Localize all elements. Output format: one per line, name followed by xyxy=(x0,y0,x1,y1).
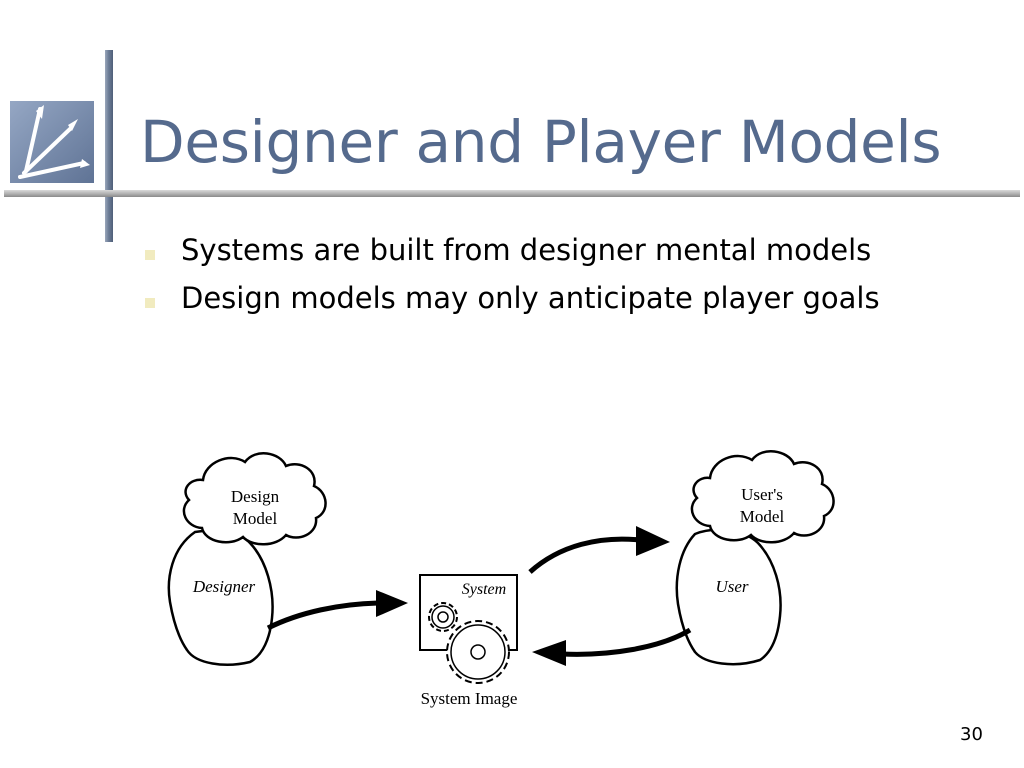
mental-models-diagram: Design Model Designer System System Imag… xyxy=(167,450,835,708)
bullet-text: Design models may only anticipate player… xyxy=(181,281,880,315)
small-gear-icon xyxy=(428,602,458,632)
page-number: 30 xyxy=(960,724,983,745)
designer-to-system-arrowhead xyxy=(376,590,408,617)
bullet-list: Systems are built from designer mental m… xyxy=(145,233,880,329)
horizontal-rule xyxy=(4,190,1020,197)
slide-title: Designer and Player Models xyxy=(140,108,942,176)
system-image-label: System Image xyxy=(421,689,518,708)
designer-label: Designer xyxy=(192,577,256,596)
large-gear-icon xyxy=(446,620,510,684)
vertical-accent-bar xyxy=(105,50,113,242)
user-to-system-arrow xyxy=(561,627,692,657)
system-to-user-arrowhead xyxy=(636,526,670,556)
system-to-user-arrow xyxy=(528,536,641,574)
users-model-cloud xyxy=(690,450,835,544)
system-label: System xyxy=(462,581,506,598)
design-model-label-line2: Model xyxy=(233,509,278,528)
bullet-square-icon xyxy=(145,250,155,260)
design-model-label-line1: Design xyxy=(231,487,280,506)
bullet-text: Systems are built from designer mental m… xyxy=(181,233,872,267)
bullet-square-icon xyxy=(145,298,155,308)
users-model-label-line1: User's xyxy=(741,485,783,504)
quill-logo-icon xyxy=(10,101,94,183)
user-to-system-arrowhead xyxy=(532,640,566,666)
user-head xyxy=(675,528,782,666)
user-label: User xyxy=(715,577,748,596)
bullet-item: Systems are built from designer mental m… xyxy=(145,233,880,281)
designer-head xyxy=(167,529,274,666)
users-model-label-line2: Model xyxy=(740,507,785,526)
designer-to-system-arrow xyxy=(266,600,379,631)
design-model-cloud xyxy=(182,452,327,546)
bullet-item: Design models may only anticipate player… xyxy=(145,281,880,329)
